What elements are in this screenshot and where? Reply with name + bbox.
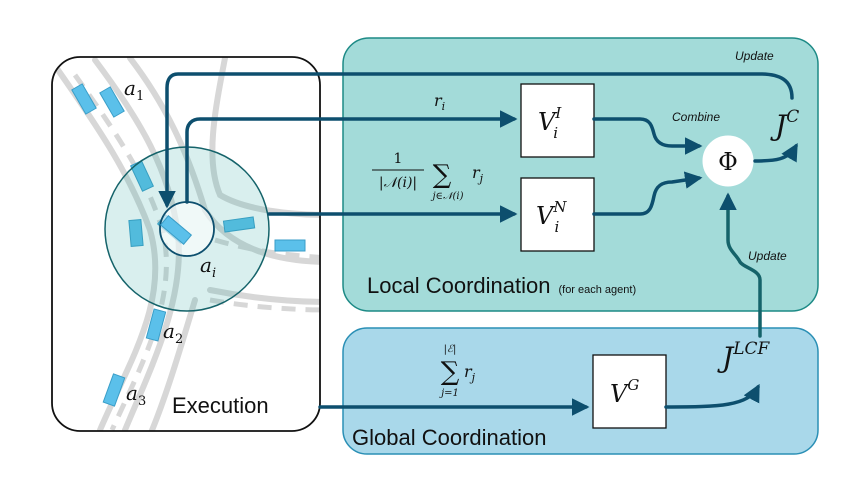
vg-to-jlcf-arrow: [664, 383, 760, 409]
vi-I-to-phi-arrow: [592, 117, 703, 155]
local-rj: rj: [472, 163, 484, 185]
phi-label: Φ: [718, 148, 738, 176]
agent-ai-label: ai: [200, 253, 216, 281]
phi-to-jc-arrow: [753, 142, 798, 163]
global-sum-sup: |ℰ|: [444, 344, 457, 355]
jc-label: JC: [770, 107, 799, 142]
update-right-label: Update: [748, 249, 787, 263]
execution-scene: [51, 56, 321, 432]
global-sum-sub: j=1: [439, 388, 459, 399]
global-coordination-panel: [342, 327, 819, 455]
local-sum-sub: j∈𝒩(i): [430, 191, 463, 202]
formula-ri: ri: [434, 91, 445, 113]
update-arrow-right: [719, 192, 762, 338]
agent-a2-label: a2: [163, 319, 183, 347]
local-coordination-title: Local Coordination(for each agent): [367, 273, 636, 298]
global-rj: rj: [464, 362, 476, 384]
local-sum-sign: ∑: [433, 160, 452, 190]
agent-a1-label: a1: [124, 76, 144, 104]
formula-local-mean: 1 |𝒩(i)| ∑ j∈𝒩(i) rj: [372, 151, 484, 202]
vi-N-to-phi-arrow: [592, 171, 703, 216]
execution-title: Execution: [172, 393, 269, 418]
vg-label: VG: [610, 376, 639, 408]
local-frac-denominator: |𝒩(i)|: [379, 175, 417, 191]
local-frac-numerator: 1: [394, 151, 403, 167]
phi-node: [702, 135, 754, 187]
update-arrow-top: [158, 72, 794, 209]
local-coordination-panel: [342, 37, 819, 312]
update-top-label: Update: [735, 49, 774, 63]
global-sum-sign: ∑: [441, 357, 460, 387]
global-coordination-title: Global Coordination: [352, 425, 546, 450]
combine-label: Combine: [672, 110, 720, 124]
formula-global-sum: |ℰ| ∑ j=1 rj: [439, 344, 476, 399]
ri-arrow: [185, 110, 518, 204]
execution-panel: [51, 56, 321, 432]
vg-box: [592, 354, 667, 429]
agent-a3-label: a3: [126, 381, 146, 409]
jlcf-label: JLCF: [717, 339, 771, 374]
